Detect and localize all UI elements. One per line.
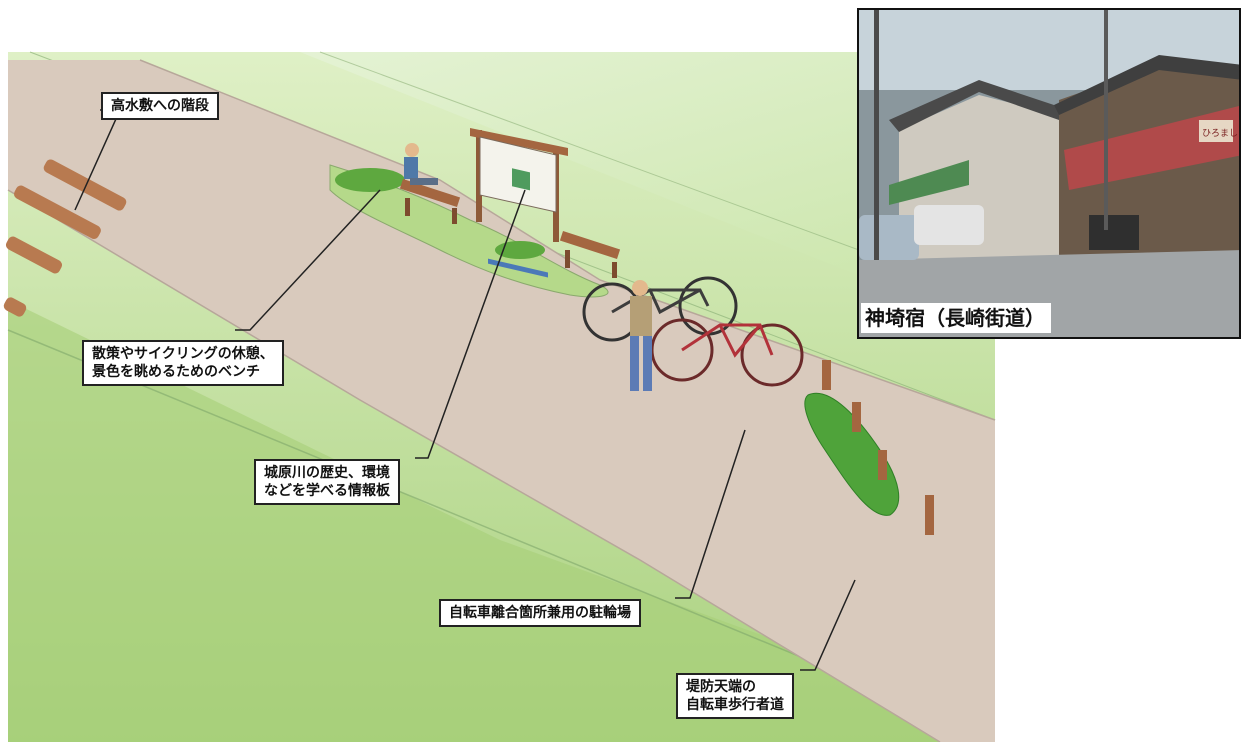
stairs-callout-text: 高水敷への階段 bbox=[111, 98, 209, 114]
information-board bbox=[470, 128, 568, 278]
rest-area-island bbox=[329, 164, 609, 298]
street-scene-photo: ひろまし bbox=[859, 10, 1239, 337]
bench-callout-line1: 散策やサイクリングの休憩、 bbox=[92, 346, 274, 362]
seated-person bbox=[404, 143, 438, 185]
path-callout-line2: 自転車歩行者道 bbox=[686, 697, 784, 713]
path-callout-line1: 堤防天端の bbox=[686, 679, 756, 695]
bench-rest-area bbox=[399, 178, 621, 278]
bench-callout: 散策やサイクリングの休憩、 景色を眺めるためのベンチ bbox=[82, 340, 284, 386]
info-board-callout: 城原川の歴史、環境 などを学べる情報板 bbox=[254, 459, 400, 505]
stairs-callout: 高水敷への階段 bbox=[101, 92, 219, 120]
parking-callout-text: 自転車離合箇所兼用の駐輪場 bbox=[449, 605, 631, 621]
info-board-callout-line1: 城原川の歴史、環境 bbox=[264, 465, 390, 481]
info-board-callout-line2: などを学べる情報板 bbox=[264, 483, 390, 499]
standing-person bbox=[630, 280, 652, 391]
parking-callout: 自転車離合箇所兼用の駐輪場 bbox=[439, 599, 641, 627]
bench-callout-line2: 景色を眺めるためのベンチ bbox=[92, 364, 260, 380]
bike-pedestrian-path bbox=[7, 59, 996, 742]
shop-sign-text: ひろまし bbox=[1202, 128, 1238, 139]
stairs-to-floodplain bbox=[3, 159, 127, 317]
path-callout: 堤防天端の 自転車歩行者道 bbox=[676, 673, 794, 719]
photo-caption: 神埼宿（長崎街道） bbox=[861, 303, 1051, 333]
kanzaki-juku-photo: ひろまし 神埼宿（長崎街道） bbox=[857, 8, 1241, 339]
parked-bicycles bbox=[582, 276, 804, 387]
shrub-and-posts bbox=[804, 360, 934, 535]
